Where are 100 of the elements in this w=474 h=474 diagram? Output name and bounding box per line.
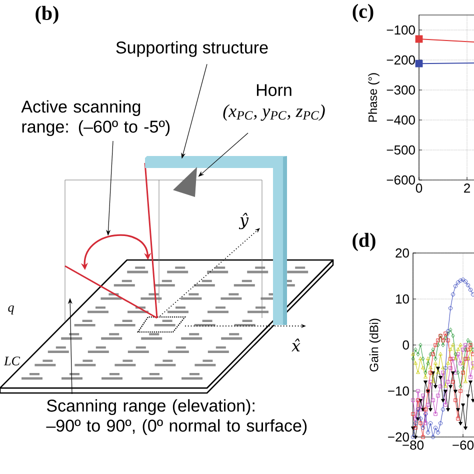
point <box>436 430 440 434</box>
point <box>444 332 448 336</box>
cut-off-label: LC <box>4 356 20 366</box>
y-tick-label: −500 <box>386 145 415 155</box>
point <box>411 352 415 356</box>
point <box>436 366 440 370</box>
point <box>430 434 436 440</box>
point <box>434 343 438 347</box>
y-tick-label: −600 <box>386 175 415 185</box>
point <box>466 283 470 288</box>
point <box>463 279 468 284</box>
point <box>456 280 460 284</box>
point <box>458 389 462 393</box>
point <box>446 408 450 412</box>
point <box>418 342 422 348</box>
point <box>441 398 445 402</box>
point <box>426 430 430 434</box>
callout-label: Active scanning range: (–60º to -5º) <box>21 100 170 136</box>
y-tick-label: −10 <box>388 386 409 396</box>
point <box>420 426 426 430</box>
point <box>440 407 446 412</box>
point <box>456 352 460 356</box>
point <box>414 361 418 365</box>
point <box>461 404 465 408</box>
point <box>468 347 472 351</box>
panel-label: (d) <box>352 232 376 252</box>
point <box>416 352 420 356</box>
point <box>416 407 420 412</box>
point <box>451 334 455 338</box>
point <box>456 408 460 412</box>
point <box>453 284 458 288</box>
axis-label: ŷ <box>238 212 249 230</box>
point <box>470 292 474 296</box>
x-tick-label: −80 <box>402 440 424 450</box>
point <box>416 398 420 402</box>
point <box>446 380 450 384</box>
point <box>443 366 448 370</box>
point <box>434 356 438 362</box>
y-tick-label: −400 <box>386 115 415 125</box>
x-tick-label: 2 <box>464 184 470 193</box>
point <box>428 366 432 370</box>
point <box>444 384 448 388</box>
point <box>414 426 418 430</box>
point <box>434 412 438 416</box>
point <box>421 356 425 362</box>
point <box>424 421 428 426</box>
point <box>441 370 445 374</box>
point <box>416 370 420 374</box>
point <box>468 288 473 292</box>
point <box>434 385 438 389</box>
y-axis-title: Gain (dBi) <box>369 318 381 372</box>
point <box>458 384 462 389</box>
point <box>461 361 465 365</box>
point <box>456 416 460 420</box>
point <box>411 412 415 416</box>
callout-label: Horn (x$_{PC}$, y$_{PC}$, z$_{PC}$) <box>223 84 325 121</box>
point <box>458 362 462 366</box>
point <box>456 370 460 375</box>
point <box>424 374 428 378</box>
point <box>431 380 435 384</box>
point <box>454 370 458 374</box>
point <box>424 408 428 412</box>
point <box>454 356 458 360</box>
point <box>448 306 453 310</box>
point <box>423 412 428 416</box>
point <box>428 380 432 384</box>
point <box>428 408 432 412</box>
point <box>446 329 450 334</box>
point <box>411 398 415 402</box>
callout-label: Scanning range (elevation): –90º to 90º, (0º normal to surface) <box>46 399 307 436</box>
callout-label: Supporting structure <box>116 41 268 57</box>
horn-triangle <box>173 167 197 197</box>
point <box>451 356 455 361</box>
x-tick-label: −60 <box>452 440 474 450</box>
point <box>424 380 428 384</box>
point <box>434 361 438 365</box>
point <box>471 366 474 370</box>
y-tick-label: −200 <box>386 55 415 65</box>
point <box>426 356 430 360</box>
panel-label: (b) <box>36 6 58 24</box>
point <box>414 416 418 420</box>
point <box>431 347 435 352</box>
y-tick-label: −20 <box>388 432 409 442</box>
point <box>446 338 450 342</box>
point <box>436 342 440 348</box>
point <box>424 370 428 375</box>
y-axis-title: Phase (°) <box>368 73 380 122</box>
point <box>418 408 422 412</box>
point <box>448 328 452 332</box>
point <box>441 342 445 348</box>
point <box>448 366 452 370</box>
point <box>448 356 452 361</box>
y-tick-label: 0 <box>402 340 409 350</box>
point <box>464 380 468 384</box>
point <box>438 421 443 426</box>
support-beam <box>145 156 287 325</box>
point <box>468 340 472 345</box>
point <box>436 338 440 342</box>
point <box>456 347 460 351</box>
point <box>421 435 425 439</box>
